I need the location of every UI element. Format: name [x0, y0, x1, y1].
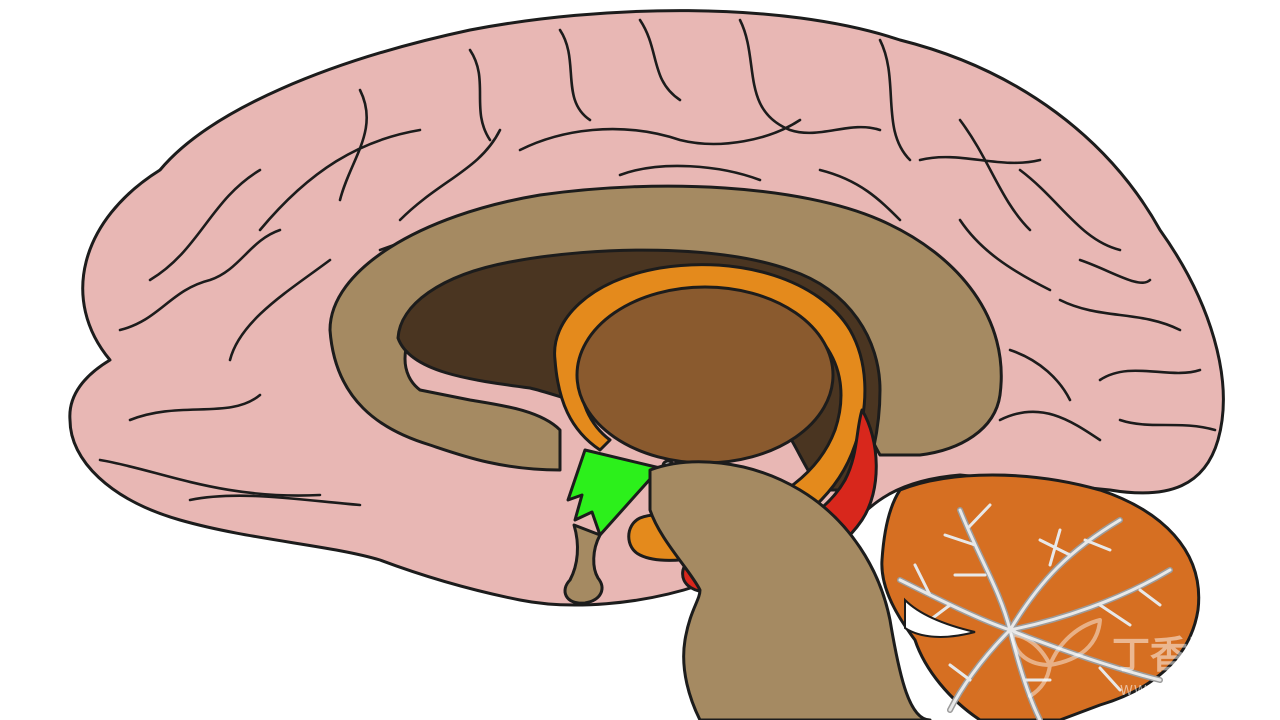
- thalamus: [575, 285, 835, 465]
- fourth-ventricle: [904, 597, 976, 638]
- cortical-sulci: [98, 18, 1217, 507]
- arbor-vitae: [897, 503, 1173, 720]
- cerebellum: [880, 473, 1201, 720]
- pituitary-stalk: [563, 523, 604, 605]
- brainstem: [648, 460, 932, 720]
